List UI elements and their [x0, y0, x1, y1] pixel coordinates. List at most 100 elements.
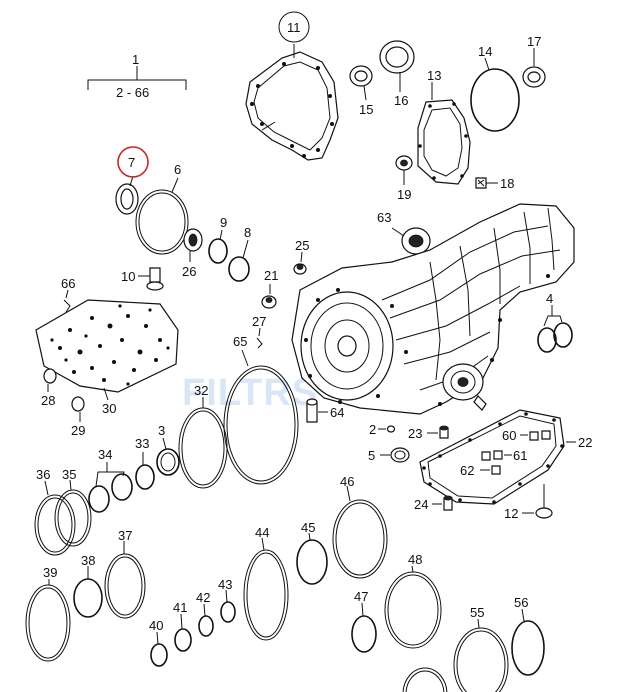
part-60-magnets: 60 — [502, 428, 551, 443]
label-4: 4 — [546, 291, 553, 306]
part-27-clip: 27 — [252, 314, 266, 349]
part-10-sensor: 10 — [121, 267, 164, 291]
label-23: 23 — [408, 426, 422, 441]
label-35: 35 — [62, 467, 76, 482]
range-label: 1 — [132, 52, 139, 67]
label-43: 43 — [218, 577, 232, 592]
part-25-plug: 25 — [293, 238, 309, 275]
part-3-ring: 3 — [156, 423, 180, 476]
part-39-ring: 39 — [25, 565, 71, 662]
part-36-ring: 36 — [34, 467, 76, 556]
label-33: 33 — [135, 436, 149, 451]
part-2-oring: 2 — [369, 422, 396, 437]
label-65: 65 — [233, 334, 247, 349]
part-64-filter: 64 — [306, 398, 344, 423]
label-44: 44 — [255, 525, 269, 540]
label-41: 41 — [173, 600, 187, 615]
part-33-ring: 33 — [135, 436, 155, 490]
label-39: 39 — [43, 565, 57, 580]
part-43-ring: 43 — [218, 577, 236, 623]
part-24-bolt: 24 — [414, 495, 453, 512]
highlight-circle — [117, 146, 149, 178]
label-22: 22 — [578, 435, 592, 450]
label-55: 55 — [470, 605, 484, 620]
part-18-bolt: 18 — [475, 176, 514, 191]
part-22-oil-pan-gasket: 22 — [419, 409, 592, 505]
label-24: 24 — [414, 497, 428, 512]
part-21-plug: 21 — [261, 268, 278, 309]
part-17-seal: 17 — [522, 34, 546, 88]
part-5-seal: 5 — [368, 447, 410, 463]
label-5: 5 — [368, 448, 375, 463]
label-45: 45 — [301, 520, 315, 535]
label-10: 10 — [121, 269, 135, 284]
part-61-magnets: 61 — [481, 448, 527, 463]
label-17: 17 — [527, 34, 541, 49]
range-bracket: 1 2 - 66 — [87, 52, 187, 100]
part-35-ring: 35 — [54, 467, 92, 547]
part-62-magnet: 62 — [460, 463, 501, 478]
label-66: 66 — [61, 276, 75, 291]
part-8-ring: 8 — [228, 225, 251, 282]
part-34-rings: 34 — [88, 447, 133, 513]
label-11: 11 — [287, 20, 301, 35]
part-9-ring: 9 — [208, 215, 228, 264]
transmission-housing — [291, 203, 575, 415]
part-56-ring: 56 — [511, 595, 545, 676]
label-56: 56 — [514, 595, 528, 610]
label-6: 6 — [174, 162, 181, 177]
label-48: 48 — [408, 552, 422, 567]
part-28-ring: 28 — [41, 368, 57, 408]
label-42: 42 — [196, 590, 210, 605]
part-30-valve-body-plate: 30 — [35, 299, 179, 416]
part-29-ring: 29 — [71, 396, 85, 438]
part-45-ring: 45 — [296, 520, 328, 585]
part-44-ring: 44 — [243, 525, 289, 641]
label-64: 64 — [330, 405, 344, 420]
label-37: 37 — [118, 528, 132, 543]
part-6-ring: 6 — [135, 162, 189, 255]
label-61: 61 — [513, 448, 527, 463]
part-26-ring: 26 — [182, 228, 203, 279]
label-28: 28 — [41, 393, 55, 408]
part-32-ring: 32 — [178, 383, 228, 489]
part-7-seal: 7 — [115, 146, 149, 215]
label-19: 19 — [397, 187, 411, 202]
part-23-bolt: 23 — [408, 425, 449, 441]
part-12-drain-plug: 12 — [504, 484, 553, 521]
part-14-ring: 14 — [470, 44, 520, 132]
label-25: 25 — [295, 238, 309, 253]
label-38: 38 — [81, 553, 95, 568]
label-12: 12 — [504, 506, 518, 521]
part-46-ring: 46 — [332, 474, 388, 579]
label-60: 60 — [502, 428, 516, 443]
part-11-gasket: 11 — [245, 11, 339, 161]
label-40: 40 — [149, 618, 163, 633]
label-3: 3 — [158, 423, 165, 438]
part-16-seal: 16 — [379, 40, 415, 108]
part-66-clip: 66 — [61, 276, 75, 313]
part-38-ring: 38 — [73, 553, 103, 618]
label-32: 32 — [194, 383, 208, 398]
label-34: 34 — [98, 447, 112, 462]
part-13-cover: 13 — [417, 68, 471, 185]
label-27: 27 — [252, 314, 266, 329]
label-8: 8 — [244, 225, 251, 240]
label-14: 14 — [478, 44, 492, 59]
part-63-seal: 63 — [377, 210, 431, 255]
bottom-partial-rings — [402, 667, 448, 692]
part-37-ring: 37 — [104, 528, 146, 619]
part-65-ring: 65 — [223, 334, 299, 485]
part-42-ring: 42 — [196, 590, 214, 637]
part-4-rings: 4 — [537, 291, 573, 353]
label-62: 62 — [460, 463, 474, 478]
part-40-ring: 40 — [149, 618, 168, 667]
part-15-seal: 15 — [349, 65, 373, 117]
label-9: 9 — [220, 215, 227, 230]
part-19-plug: 19 — [395, 155, 413, 202]
part-41-ring: 41 — [173, 600, 192, 652]
label-29: 29 — [71, 423, 85, 438]
label-15: 15 — [359, 102, 373, 117]
label-63: 63 — [377, 210, 391, 225]
